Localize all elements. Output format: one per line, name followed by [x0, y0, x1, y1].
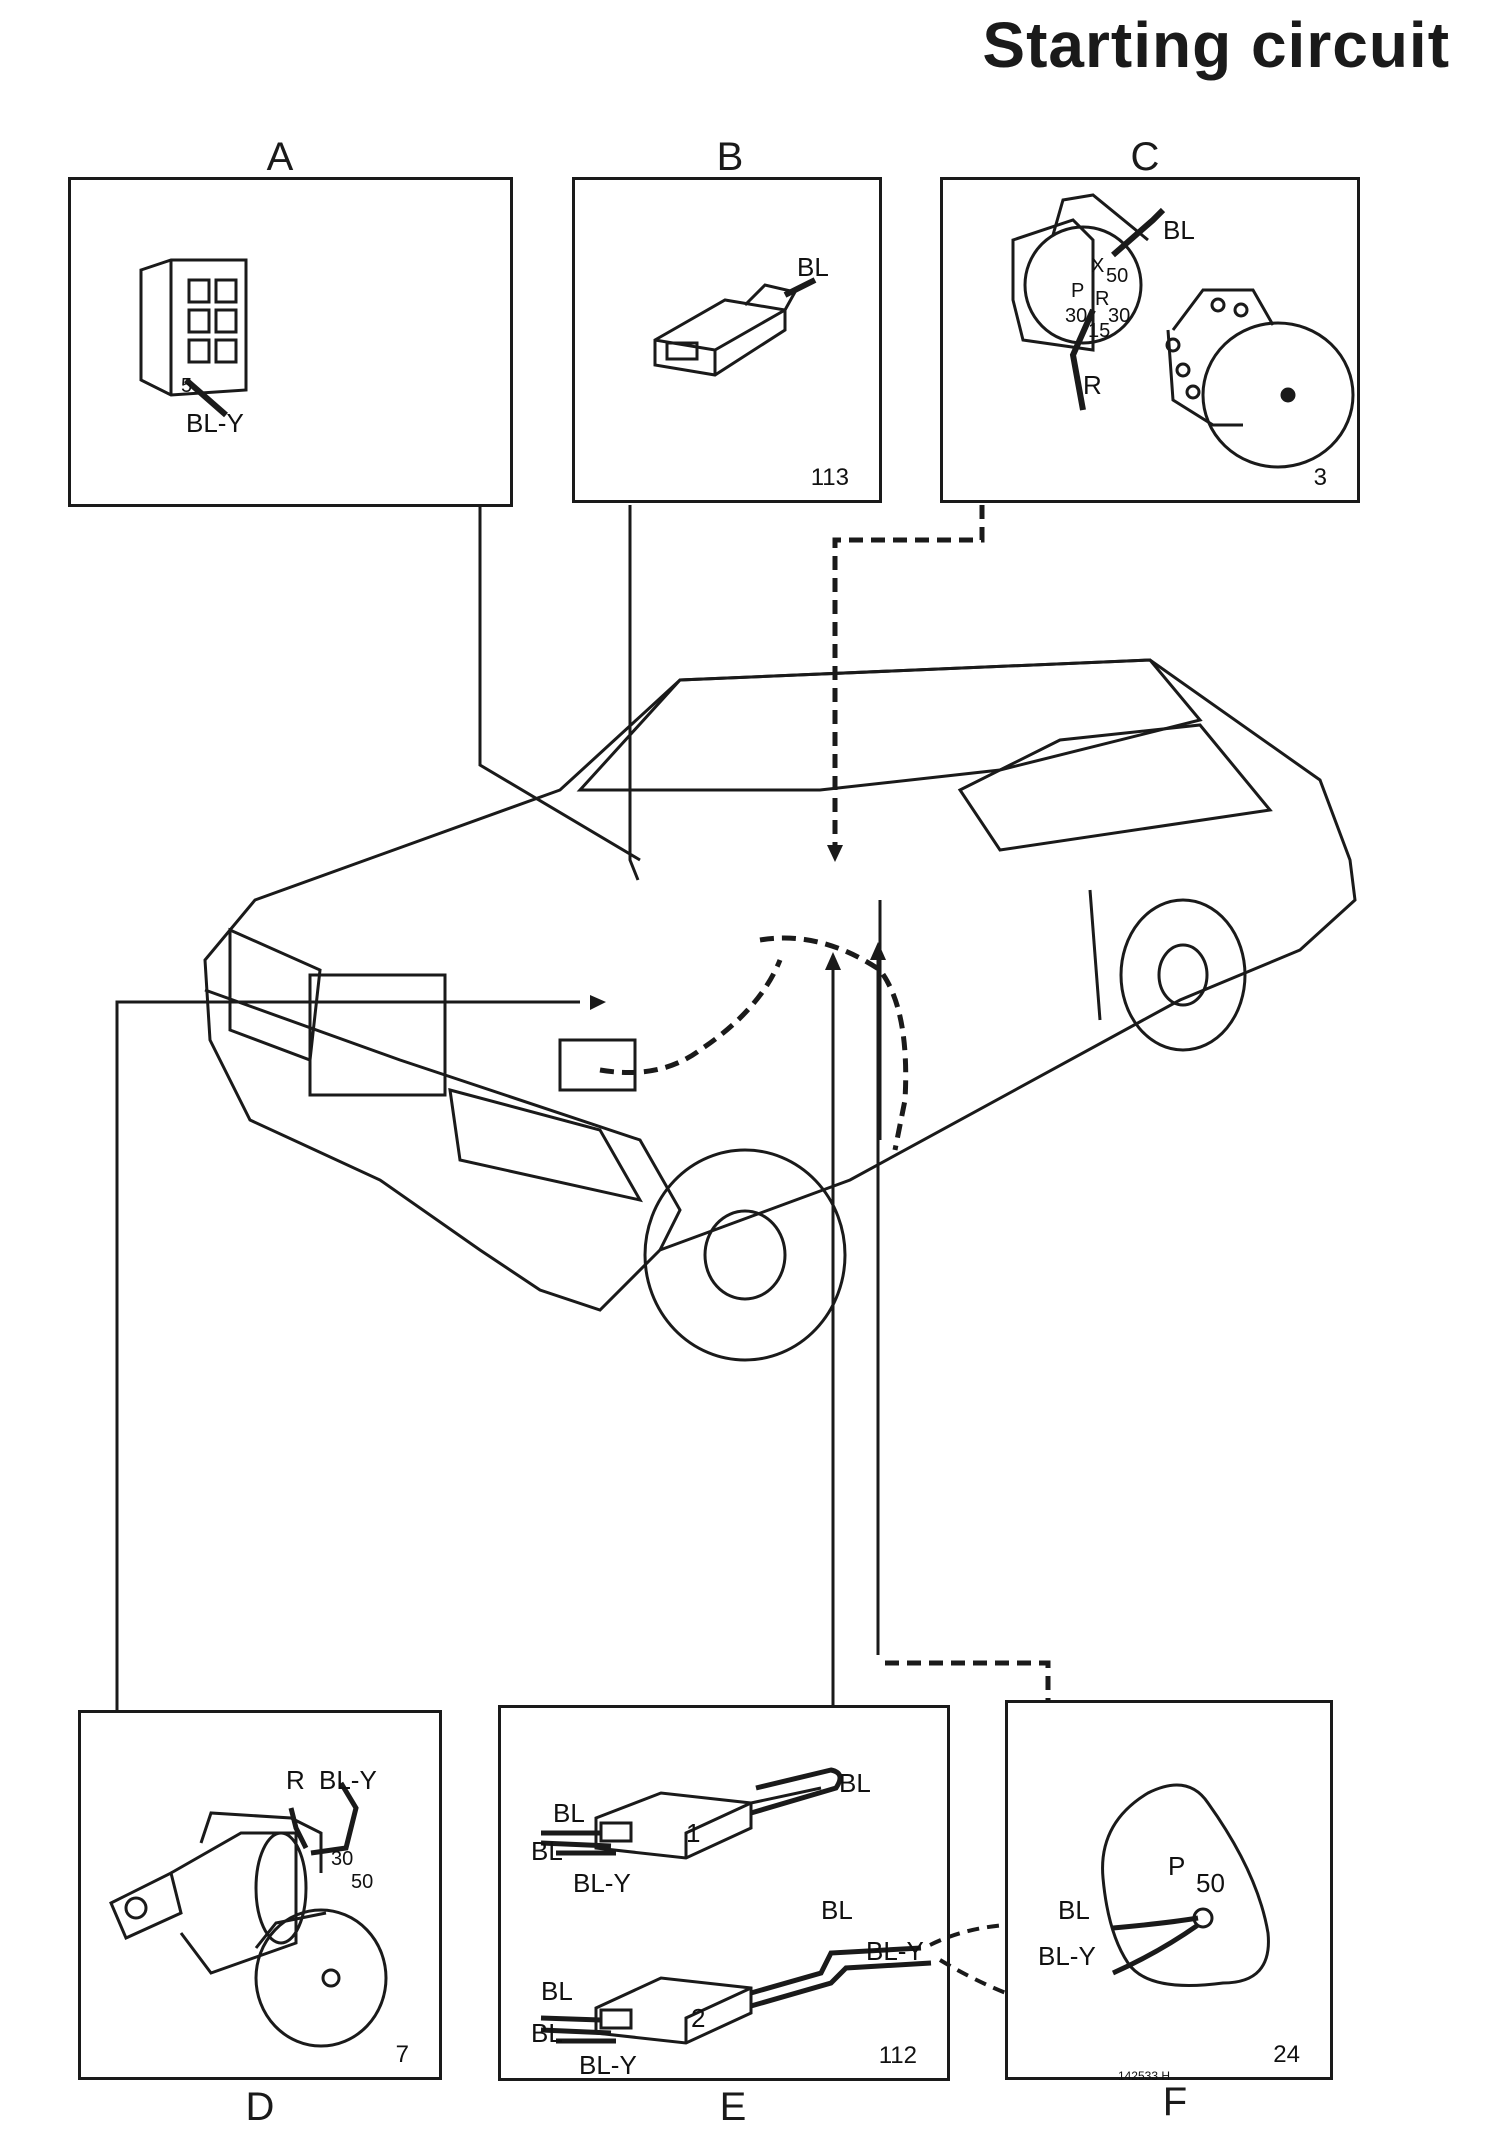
- dashed-car: [759, 935, 909, 1151]
- panel-e: BL BL BL 1 BL-Y BL BL-Y BL 2 BL BL-Y 112: [498, 1705, 950, 2081]
- wire-bl-label: BL: [1058, 1895, 1090, 1925]
- c2-bl-y-label: BL-Y: [579, 2050, 637, 2080]
- panel-d: R BL-Y 30 50 7: [78, 1710, 442, 2080]
- panel-number-e: 112: [878, 2042, 917, 2069]
- gear-selector-switch-icon: [1101, 1783, 1270, 1987]
- panel-letter-c: C: [1130, 135, 1160, 179]
- panel-number-d: 7: [395, 2041, 409, 2068]
- c1-bl-y-label: BL-Y: [573, 1868, 631, 1898]
- page-title: Starting circuit: [982, 9, 1450, 81]
- c2-bl-a-label: BL: [541, 1976, 573, 2006]
- c1-bl-a-label: BL: [553, 1798, 585, 1828]
- wire-bl-label: BL: [797, 252, 829, 282]
- rear-wheel: [1119, 898, 1247, 1052]
- starter-motor-icon: [109, 1781, 388, 2048]
- wire-bl-label: BL: [1163, 215, 1195, 245]
- connector-plug-icon: [653, 277, 817, 377]
- line-b: [628, 505, 640, 881]
- dashed-c: [832, 505, 985, 855]
- out-bl-y-label: BL-Y: [866, 1936, 924, 1966]
- dashed-f: [878, 1660, 1051, 1712]
- panel-a: 5 BL-Y: [68, 177, 513, 507]
- terminal-30-b: 30: [1108, 305, 1131, 327]
- panel-f: P 50 BL BL-Y 24: [1005, 1700, 1333, 2080]
- bl-loop-label: BL: [839, 1768, 871, 1798]
- panel-c: BL X 50 P R 30 30 15 R 3: [940, 177, 1360, 503]
- front-wheel: [643, 1148, 847, 1362]
- c2-bl-b-label: BL: [531, 2018, 563, 2048]
- terminal-50-label: 50: [1196, 1868, 1225, 1898]
- wire-r-label: R: [286, 1765, 305, 1795]
- connector-2-label: 2: [691, 2003, 706, 2033]
- p-label: P: [1168, 1851, 1186, 1881]
- ignition-switch-icon: [1011, 193, 1355, 469]
- wire-bl-y-label: BL-Y: [319, 1765, 377, 1795]
- panel-number-c: 3: [1313, 464, 1327, 491]
- panel-letter-f: F: [1162, 2080, 1188, 2124]
- battery: [558, 1038, 637, 1092]
- terminal-p: P: [1071, 280, 1085, 302]
- wire-bl-y-label: BL-Y: [186, 408, 244, 438]
- headlight: [448, 1087, 643, 1203]
- panel-letter-b: B: [716, 135, 744, 179]
- terminal-30-a: 30: [1065, 305, 1088, 327]
- panel-b: BL 113: [572, 177, 882, 503]
- arrow-heads: [590, 845, 886, 1010]
- terminal-15: 15: [1088, 320, 1111, 342]
- terminal-50: 50: [1106, 265, 1129, 287]
- panel-letter-d: D: [245, 2085, 275, 2129]
- relay-connector-icon: [139, 258, 248, 418]
- connector-1-label: 1: [686, 1818, 701, 1848]
- connection-lines: [115, 505, 880, 1710]
- wire-bl-y-label: BL-Y: [1038, 1941, 1096, 1971]
- terminal-50: 50: [351, 1871, 374, 1893]
- grille: [308, 973, 447, 1097]
- terminal-x: X: [1091, 255, 1105, 277]
- connectors-icon: [540, 1767, 932, 2045]
- panel-letter-a: A: [266, 135, 294, 179]
- car-outline: [203, 658, 1357, 1362]
- panel-letter-e: E: [719, 2085, 747, 2129]
- line-d: [115, 1000, 580, 1710]
- line-a: [478, 505, 641, 862]
- wire-r-label: R: [1083, 370, 1102, 400]
- pin-5-label: 5: [181, 375, 193, 397]
- out-bl-label: BL: [821, 1895, 853, 1925]
- panel-number-f: 24: [1273, 2041, 1300, 2068]
- terminal-r: R: [1095, 288, 1110, 310]
- dashed-lines: [599, 505, 1051, 1712]
- terminal-30: 30: [331, 1848, 354, 1870]
- c1-bl-b-label: BL: [531, 1836, 563, 1866]
- reference-code: 142533 H: [1117, 2069, 1170, 2083]
- panel-number-b: 113: [810, 464, 849, 491]
